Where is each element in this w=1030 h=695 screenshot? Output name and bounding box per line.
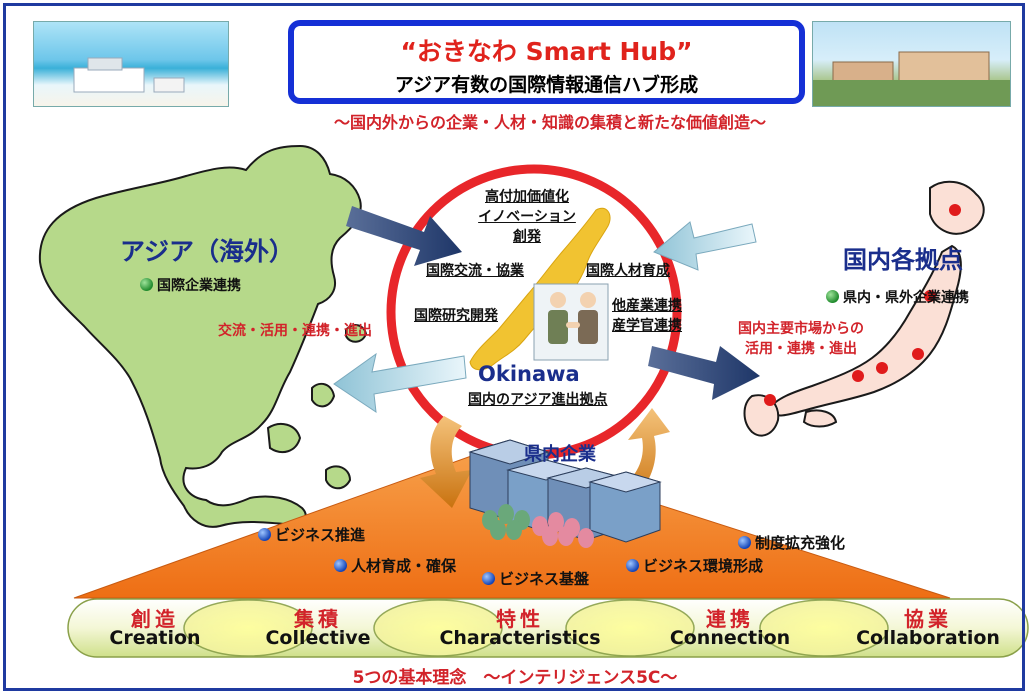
footer-five-c: 5つの基本理念 ～インテリジェンス5C～ <box>352 668 678 688</box>
japan-hub-dot <box>949 204 961 216</box>
pyramid-item: ビジネス環境形成 <box>626 555 763 576</box>
okinawa-right-lower: 他産業連携産学官連携 <box>612 298 682 334</box>
okinawa-name: Okinawa <box>478 362 580 386</box>
okinawa-left-lower: 国際研究開発 <box>414 308 498 324</box>
blue-bullet-icon <box>738 536 751 549</box>
asia-flow-label: 交流・活用・連携・進出 <box>218 323 372 339</box>
japan-hub-dot <box>852 370 864 382</box>
asia-islands-3 <box>325 465 352 490</box>
pyramid-item: ビジネス推進 <box>258 524 365 545</box>
tagline: ～国内外からの企業・人材・知識の集積と新たな価値創造～ <box>333 113 766 132</box>
asia-islands-2 <box>311 382 336 408</box>
arrow-okinawa-to-japan <box>648 346 760 400</box>
principle-creation: 創造 Creation <box>109 607 201 649</box>
pyramid-item: ビジネス基盤 <box>482 568 589 589</box>
blue-bullet-icon <box>626 559 639 572</box>
blue-bullet-icon <box>334 559 347 572</box>
japan-map-shikoku <box>802 409 838 428</box>
japan-title: 国内各拠点 <box>843 246 963 274</box>
green-bullet-icon <box>826 290 839 303</box>
japan-item: 県内・県外企業連携 <box>826 287 969 307</box>
japan-hub-dot <box>764 394 776 406</box>
blue-bullet-icon <box>482 572 495 585</box>
people-illustration <box>482 504 594 548</box>
outer-frame <box>3 3 1025 691</box>
pyramid-item: 人材育成・確保 <box>334 555 456 576</box>
arrow-japan-to-okinawa <box>653 221 757 271</box>
arrow-okinawa-to-asia <box>333 352 467 414</box>
okinawa-left-upper: 国際交流・協業 <box>426 263 524 279</box>
japan-map-honshu <box>766 244 962 417</box>
okinawa-bottom-label: 国内のアジア進出拠点 <box>468 392 608 408</box>
principle-connection: 連携 Connection <box>669 607 791 649</box>
local-companies-title: 県内企業 <box>524 444 596 465</box>
title-box: “おきなわ Smart Hub” アジア有数の国際情報通信ハブ形成 <box>288 20 805 104</box>
principle-collective: 集積 Collective <box>265 607 371 649</box>
blue-bullet-icon <box>258 528 271 541</box>
principle-collaboration: 協業 Collaboration <box>856 607 1000 649</box>
resort-photo <box>812 21 1011 107</box>
principle-characteristics: 特性 Characteristics <box>439 607 601 649</box>
arrow-orange-left <box>420 416 472 508</box>
japan-hub-dot <box>924 290 936 302</box>
arrow-asia-to-okinawa <box>346 206 462 266</box>
asia-islands-1 <box>266 422 302 454</box>
okinawa-top-label: 高付加価値化イノベーション創発 <box>478 189 576 245</box>
asia-item: 国際企業連携 <box>140 275 241 295</box>
pyramid-item: 制度拡充強化 <box>738 532 845 553</box>
beach-photo <box>33 21 229 107</box>
green-bullet-icon <box>140 278 153 291</box>
japan-flow-label: 国内主要市場からの活用・連携・進出 <box>738 321 864 357</box>
japan-hub-dot <box>912 348 924 360</box>
asia-islands-4 <box>345 324 368 343</box>
page-subtitle: アジア有数の国際情報通信ハブ形成 <box>394 74 699 96</box>
asia-title: アジア（海外） <box>120 237 295 266</box>
okinawa-right-upper: 国際人材育成 <box>586 263 670 279</box>
asia-map <box>38 144 362 528</box>
page-title: “おきなわ Smart Hub” <box>400 37 693 66</box>
japan-hub-dot <box>876 362 888 374</box>
